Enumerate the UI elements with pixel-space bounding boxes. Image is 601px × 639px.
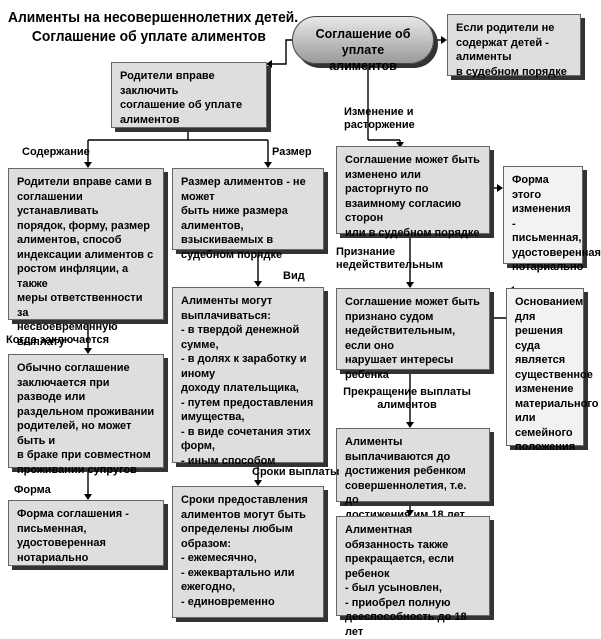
box-line: Соглашение может быть (345, 296, 480, 308)
box-line: определены любым образом: (181, 523, 293, 550)
when-box: Обычно соглашение заключается при разводе… (8, 354, 164, 476)
box-line: Родители вправе сами в (17, 176, 152, 188)
box-line: ростом инфляции, а также (17, 263, 129, 290)
box-line: - в твердой денежной сумме, (181, 324, 300, 351)
box-line: - был усыновлен, (345, 582, 442, 594)
box-line: порядок, форму, размер (17, 219, 150, 232)
no-support-box: Если родители не содержат детей - алимент… (447, 14, 581, 78)
box-line: совершеннолетия, т.е. до (345, 479, 467, 507)
form-box: Форма соглашения - письменная, удостовере… (8, 500, 164, 566)
box-line: судебном порядке (181, 248, 283, 261)
box-line: - в виде сочетания этих форм, (181, 425, 311, 453)
box-line: Обычно соглашение (17, 362, 130, 374)
box-line: достижения ребенком (345, 465, 466, 477)
parents-right-box: Родители вправе заключить соглашение об у… (111, 62, 267, 128)
box-line: алиментов могут быть (181, 508, 306, 521)
box-line: материального (515, 397, 599, 410)
box-line: изменения - (512, 203, 571, 230)
box-line: письменная, удостоверенная (17, 522, 106, 550)
box-line: алиментов (120, 113, 180, 126)
box-line: соглашение об уплате (120, 99, 243, 111)
box-line: Основанием (515, 296, 584, 308)
box-line: родителей, но может быть и (17, 420, 132, 447)
label-terms: Сроки выплаты (252, 466, 340, 478)
box-line: письменная, (512, 232, 582, 244)
box-line: Форма этого (512, 174, 549, 201)
box-line: Алиментная обязанность также (345, 524, 449, 551)
box-line: Соглашение может быть (345, 154, 480, 166)
size-box: Размер алиментов - не может быть ниже раз… (172, 168, 324, 261)
box-line: соглашении устанавливать (17, 190, 99, 218)
box-line: нотариально (17, 551, 89, 564)
box-line: меры ответственности за (17, 292, 143, 319)
box-line: Если родители не (456, 22, 555, 34)
box-line: - иным способом (181, 454, 276, 467)
box-line: раздельном проживании (17, 405, 155, 418)
box-line: несвоевременную выплату (17, 321, 118, 348)
box-line: в судебном порядке (456, 65, 567, 78)
box-line: Родители вправе заключить (120, 70, 215, 97)
box-line: изменение (515, 383, 574, 395)
box-line: для решения (515, 310, 563, 338)
box-line: или в судебном порядке (345, 226, 480, 239)
box-line: Алименты выплачиваются до (345, 436, 451, 463)
box-line: в браке при совместном (17, 449, 151, 461)
box-line: положения (515, 441, 576, 453)
label-termination: Прекращение выплаты алиментов (343, 386, 471, 411)
box-line: Размер алиментов - не может (181, 176, 306, 203)
box-line: существенное (515, 368, 593, 381)
box-line: или семейного (515, 412, 573, 439)
label-content: Содержание (22, 146, 90, 158)
box-line: доходу плательщика, (181, 382, 299, 394)
box-line: изменено или расторгнуто по (345, 168, 429, 196)
invalid-box: Соглашение может быть признано судом недей… (336, 288, 490, 381)
box-line: алиментов, способ (17, 234, 122, 246)
box-line: имущества, (181, 411, 245, 423)
box-line: индексации алиментов с (17, 248, 154, 261)
box-line: Форма соглашения - (17, 508, 129, 520)
box-line: Алименты могут (181, 295, 273, 307)
box-line: - в долях к заработку и иному (181, 353, 307, 380)
box-line: быть ниже размера (181, 205, 288, 217)
box-line: содержат детей - алименты (456, 36, 549, 64)
box-line: - ежеквартально или (181, 566, 295, 579)
label-size: Размер (272, 146, 312, 158)
box-line: проживании супругов (17, 463, 137, 476)
type-box: Алименты могут выплачиваться: - в твердой … (172, 287, 324, 467)
box-line: нарушает интересы ребенка (345, 354, 454, 381)
box-line: - приобрел полную (345, 596, 451, 609)
box-line: прекращается, если ребенок (345, 553, 455, 580)
box-line: удостоверенная (512, 246, 601, 259)
box-line: недействительным, если оно (345, 325, 456, 352)
box-line: - единовременно (181, 595, 275, 608)
center-node: Соглашение об уплате алиментов (292, 16, 434, 73)
box-line: алиментов, взыскиваемых в (181, 219, 274, 247)
box-line: заключается при разводе или (17, 376, 110, 404)
age-box: Алименты выплачиваются до достижения ребе… (336, 428, 490, 521)
label-change: Изменение и расторжение (344, 106, 415, 131)
box-line: признано судом (345, 310, 434, 323)
box-line: выплачиваться: (181, 309, 271, 322)
terms-box: Сроки предоставления алиментов могут быть… (172, 486, 324, 618)
label-when: Когда заключается (6, 334, 110, 346)
box-line: суда является (515, 339, 566, 367)
box-line: нотариально (512, 261, 584, 273)
box-line: взаимному согласию сторон (345, 197, 462, 225)
box-line: ежегодно, (181, 581, 236, 593)
box-line: дееспособность до 18 лет (345, 611, 467, 638)
change-box: Соглашение может быть изменено или растор… (336, 146, 490, 239)
content-box: Родители вправе сами в соглашении устанав… (8, 168, 164, 348)
label-form: Форма (14, 484, 51, 496)
box-line: Сроки предоставления (181, 494, 308, 506)
box-line: - путем предоставления (181, 396, 314, 409)
label-recognition: Признание недействительным (336, 246, 444, 271)
page-title: Алименты на несовершеннолетних детей. Со… (8, 9, 299, 45)
box-line: - ежемесячно, (181, 552, 257, 564)
label-type: Вид (283, 270, 305, 282)
